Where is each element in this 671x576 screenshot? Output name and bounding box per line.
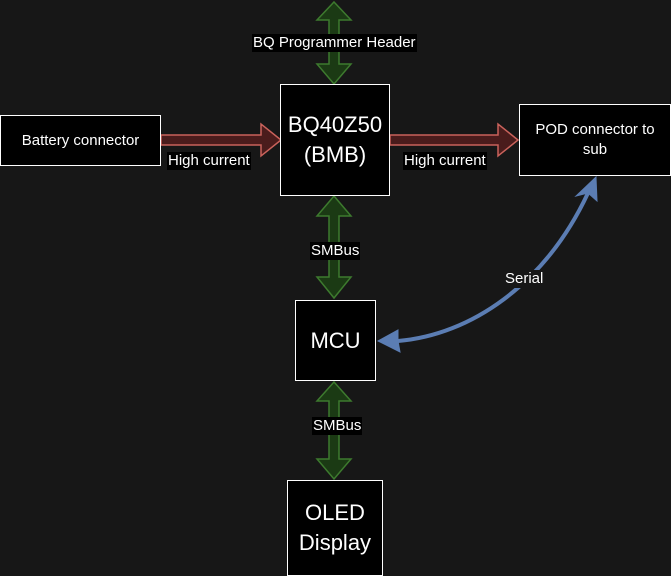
bq-pod-power-arrow [389,122,520,158]
pod-connector-label-line1: POD connector to [535,121,655,138]
bq40z50-node: BQ40Z50 (BMB) [280,84,390,196]
bq-mcu-edge-label: SMBus [310,242,361,260]
bq40z50-label-line1: BQ40Z50 [287,112,383,137]
pod-connector-node: POD connector to sub [519,104,671,176]
battery-connector-label: Battery connector [21,131,140,149]
battery-connector-node: Battery connector [0,115,161,166]
mcu-node: MCU [295,300,376,381]
pod-connector-label-line2: sub [582,141,608,158]
serial-arrowhead-pod [574,175,598,203]
oled-label-line2: Display [298,530,372,555]
battery-bq-power-arrow [160,122,283,158]
oled-display-node: OLED Display [287,480,383,576]
mcu-oled-edge-label: SMBus [312,417,363,435]
oled-label-line1: OLED [305,500,365,525]
mcu-label: MCU [310,327,361,353]
serial-curve-arrow [397,192,590,343]
serial-edge-label: Serial [504,270,545,288]
bq-pod-edge-label: High current [403,152,487,170]
bq-programmer-header-label: BQ Programmer Header [252,34,417,52]
battery-bq-edge-label: High current [167,152,251,170]
serial-arrowhead-mcu [376,329,401,353]
bq40z50-label-line2: (BMB) [303,142,367,167]
